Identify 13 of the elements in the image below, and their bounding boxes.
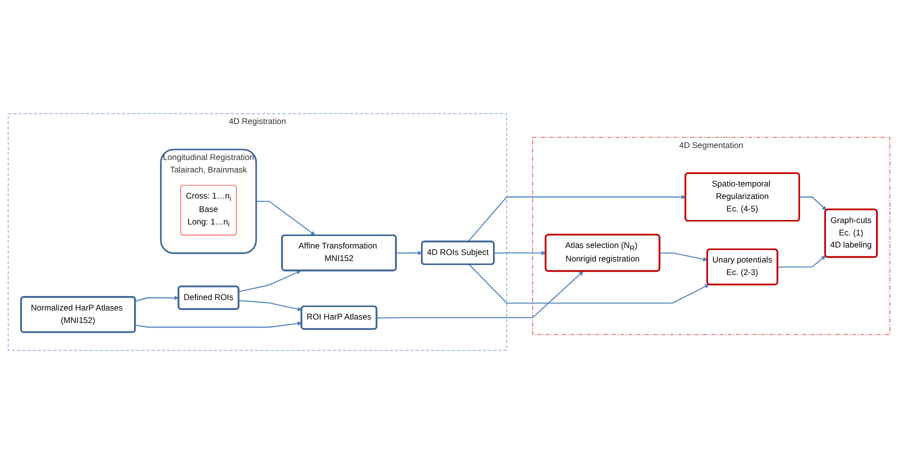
arrow (256, 200, 316, 236)
arrow (238, 300, 302, 312)
arrow (660, 252, 708, 262)
arrow (135, 296, 179, 302)
arrow (135, 321, 302, 328)
arrow (799, 196, 827, 210)
arrow (778, 256, 826, 268)
arrow (238, 270, 302, 292)
arrow (494, 250, 546, 256)
arrow (468, 194, 686, 242)
arrow (468, 264, 710, 304)
arrow (396, 250, 422, 256)
arrow (376, 271, 584, 318)
